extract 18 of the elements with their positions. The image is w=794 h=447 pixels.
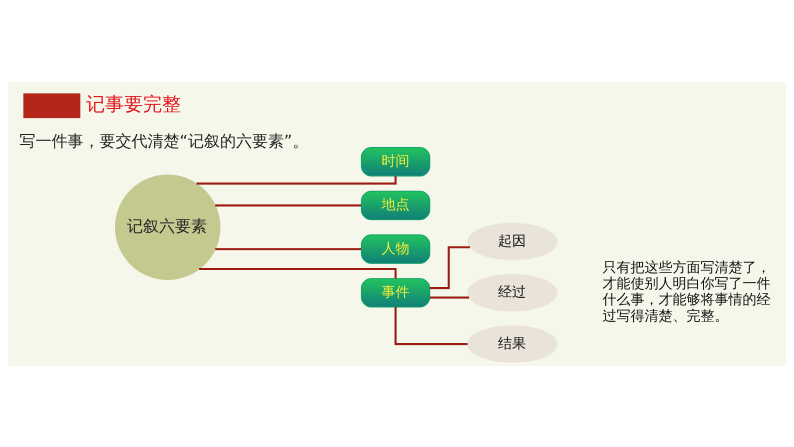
node-box: 事件 xyxy=(360,278,430,308)
node-ellipse: 结果 xyxy=(467,324,558,362)
node-box: 人物 xyxy=(360,234,430,264)
label: 写一件事，要交代清楚“记叙的六要素”。 xyxy=(20,131,308,150)
connector xyxy=(430,296,470,298)
connector xyxy=(215,204,362,206)
node-box: 地点 xyxy=(360,190,430,220)
node-box: 时间 xyxy=(360,146,430,176)
connector xyxy=(430,246,470,289)
label: 只有把这些方面写清楚了，才能使别人明白你写了一件什么事，才能够将事情的经过写得清楚、完整。 xyxy=(602,259,771,324)
node-circle: 记叙六要素 xyxy=(114,174,220,280)
node-ellipse: 经过 xyxy=(467,274,558,311)
connector xyxy=(199,267,397,278)
connector xyxy=(215,248,362,250)
connector xyxy=(394,306,468,345)
node-ellipse: 起因 xyxy=(467,222,558,260)
diagram-title: 记事要完整 xyxy=(86,92,182,115)
connector xyxy=(196,176,397,184)
